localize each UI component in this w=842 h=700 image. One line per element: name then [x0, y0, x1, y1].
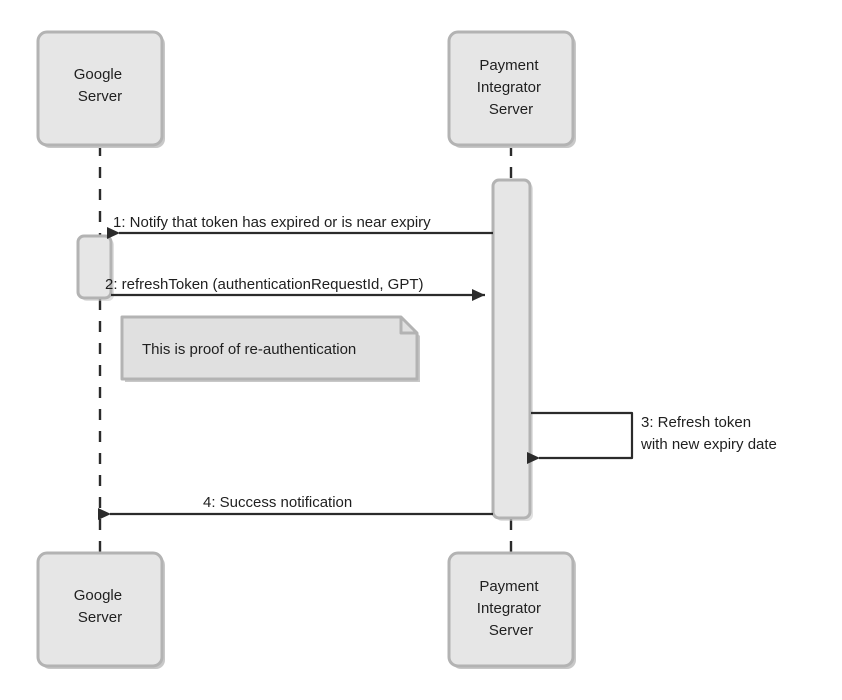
- activation-bar-payment-integrator-body: [491, 178, 532, 520]
- participant-box[interactable]: [447, 551, 575, 668]
- message-2-label: 2: refreshToken (authenticationRequestId…: [105, 276, 424, 293]
- message-3-loop[interactable]: [527, 411, 634, 464]
- participant-box[interactable]: [36, 30, 164, 147]
- note-body[interactable]: [120, 315, 419, 381]
- participant-label-google-bottom: Google Server: [74, 587, 127, 626]
- note-fold-icon: [399, 317, 417, 335]
- message-3-label: 3: Refresh token with new expiry date: [640, 414, 777, 453]
- participant-label-payment-integrator-top: Payment Integrator Server: [477, 57, 545, 118]
- participant-google-top[interactable]: Google Server: [36, 30, 165, 148]
- participant-label-payment-integrator-bottom: Payment Integrator Server: [477, 578, 545, 639]
- note-reauth[interactable]: This is proof of re-authentication: [120, 315, 420, 382]
- participant-box[interactable]: [447, 30, 575, 147]
- message-1-label: 1: Notify that token has expired or is n…: [113, 214, 431, 231]
- participant-google-bottom[interactable]: Google Server: [36, 551, 165, 669]
- participant-payment-integrator-top[interactable]: Payment Integrator Server: [447, 30, 576, 148]
- participant-box[interactable]: [36, 551, 164, 668]
- message-1[interactable]: 1: Notify that token has expired or is n…: [107, 214, 493, 239]
- activation-bars-group: [76, 178, 533, 521]
- activation-bar-google-body: [76, 234, 113, 300]
- participant-payment-integrator-bottom[interactable]: Payment Integrator Server: [447, 551, 576, 669]
- note-text: This is proof of re-authentication: [142, 341, 356, 358]
- message-2[interactable]: 2: refreshToken (authenticationRequestId…: [105, 276, 485, 301]
- message-4[interactable]: 4: Success notification: [98, 494, 493, 520]
- message-3-self-call[interactable]: 3: Refresh token with new expiry date: [527, 411, 777, 464]
- message-4-label: 4: Success notification: [203, 494, 352, 511]
- participant-label-google-top: Google Server: [74, 66, 127, 105]
